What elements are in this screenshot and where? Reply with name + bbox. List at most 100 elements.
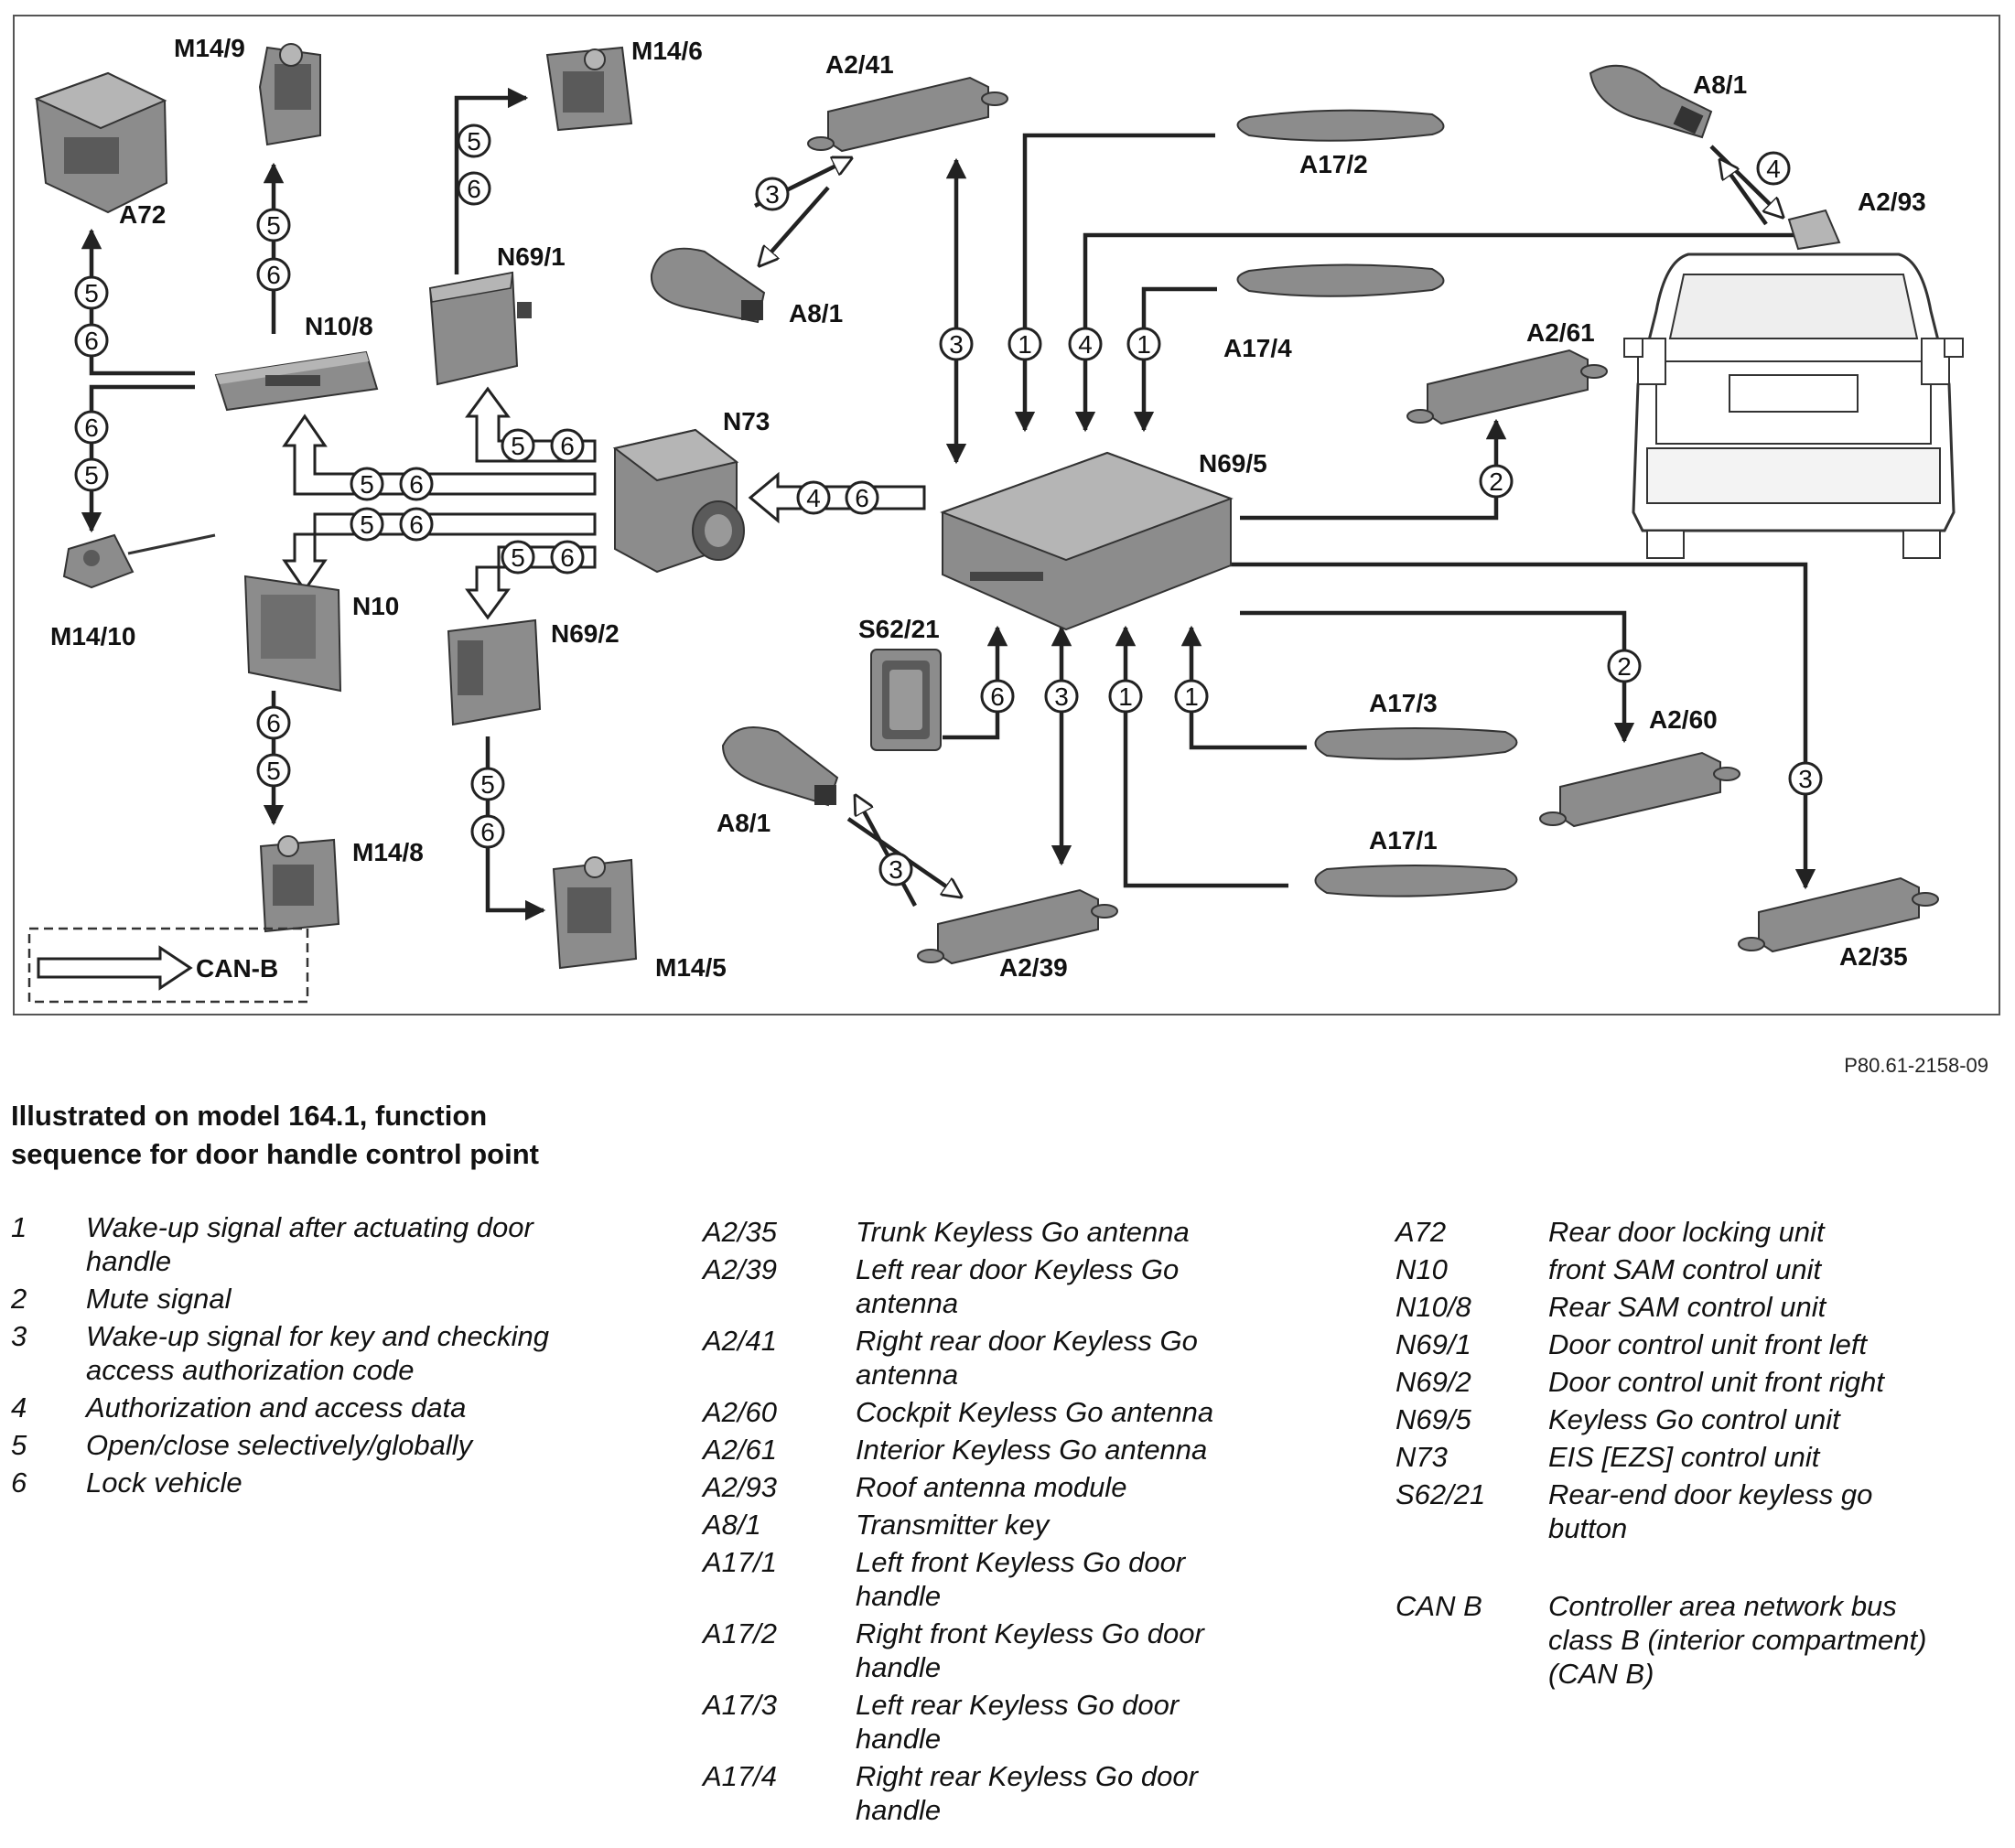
svg-text:1: 1 xyxy=(1184,682,1199,711)
svg-text:3: 3 xyxy=(1054,682,1069,711)
svg-text:4: 4 xyxy=(806,484,821,512)
label-m14-5: M14/5 xyxy=(655,953,727,982)
component-labels: A72 M14/9 M14/6 A2/41 A17/2 A8/1 A2/93 N… xyxy=(50,34,1926,982)
svg-text:3: 3 xyxy=(1798,765,1813,793)
svg-text:6: 6 xyxy=(855,484,869,512)
legend-code: A17/2 xyxy=(701,1617,777,1649)
label-a2-41: A2/41 xyxy=(825,50,894,79)
badge-6: 6 xyxy=(74,323,109,358)
badge-2: 2 xyxy=(1607,649,1642,683)
legend-description: handle xyxy=(856,1651,941,1683)
legend-code: N73 xyxy=(1395,1441,1448,1473)
badge-6: 6 xyxy=(845,480,879,515)
antenna-a2-60-icon xyxy=(1539,751,1740,828)
label-m14-8: M14/8 xyxy=(352,838,424,866)
legend-code: 1 xyxy=(11,1211,27,1243)
legend-description: Door control unit front right xyxy=(1548,1366,1885,1398)
svg-text:6: 6 xyxy=(409,510,424,539)
badge-3: 3 xyxy=(878,852,913,886)
legend-code: A17/4 xyxy=(701,1760,777,1792)
keyless-go-button-icon xyxy=(870,649,942,751)
svg-text:5: 5 xyxy=(266,211,281,240)
badge-4: 4 xyxy=(796,480,831,515)
legend-description: Wake-up signal after actuating door xyxy=(86,1211,535,1243)
m14-9-actuator-icon xyxy=(258,43,321,146)
transmitter-key-upper-left-icon xyxy=(650,247,766,324)
legend-code: 6 xyxy=(11,1467,27,1499)
badge-4: 4 xyxy=(1068,327,1103,361)
badge-6: 6 xyxy=(399,507,434,542)
label-a8-1-top: A8/1 xyxy=(1693,70,1747,99)
legend-code: A8/1 xyxy=(701,1509,761,1541)
legend-code: S62/21 xyxy=(1395,1478,1485,1510)
badge-2: 2 xyxy=(1479,464,1514,499)
label-a2-60: A2/60 xyxy=(1649,705,1718,734)
door-handle-a17-2-icon xyxy=(1236,109,1445,142)
legend-description: handle xyxy=(856,1794,941,1826)
legend-code: A2/93 xyxy=(701,1471,777,1503)
legend-code: N69/2 xyxy=(1395,1366,1471,1398)
svg-text:5: 5 xyxy=(360,470,374,499)
legend-description: Transmitter key xyxy=(856,1509,1051,1541)
badge-6: 6 xyxy=(256,257,291,292)
caption-title-line-1: Illustrated on model 164.1, function xyxy=(11,1100,487,1132)
label-a2-61: A2/61 xyxy=(1526,318,1595,347)
signal-badges: 5 6 5 6 6 5 5 6 6 5 5 6 5 6 5 6 5 6 5 6 … xyxy=(74,124,1823,886)
svg-text:2: 2 xyxy=(1617,652,1632,681)
svg-text:3: 3 xyxy=(889,855,903,884)
label-m14-6: M14/6 xyxy=(631,37,703,65)
label-a17-3: A17/3 xyxy=(1369,689,1438,717)
label-a17-2: A17/2 xyxy=(1299,150,1368,178)
svg-text:5: 5 xyxy=(511,543,525,572)
legend-description: Right rear door Keyless Go xyxy=(856,1325,1198,1357)
legend-code: A2/61 xyxy=(701,1434,777,1466)
svg-text:1: 1 xyxy=(1118,682,1133,711)
legend-code: N69/1 xyxy=(1395,1328,1471,1360)
legend-code: 3 xyxy=(11,1320,27,1352)
label-a72: A72 xyxy=(119,200,166,229)
svg-text:4: 4 xyxy=(1078,330,1093,359)
legend-description: Right front Keyless Go door xyxy=(856,1617,1205,1649)
caption: Illustrated on model 164.1, function seq… xyxy=(11,1100,539,1170)
label-a2-35: A2/35 xyxy=(1839,942,1908,971)
legend-description: class B (interior compartment) xyxy=(1548,1624,1926,1656)
legend-description: Rear door locking unit xyxy=(1548,1216,1826,1248)
badge-6: 6 xyxy=(256,705,291,740)
label-a2-93: A2/93 xyxy=(1858,188,1926,216)
label-n10-8: N10/8 xyxy=(305,312,373,340)
badge-6: 6 xyxy=(470,814,505,849)
legend-description: Left rear door Keyless Go xyxy=(856,1253,1179,1285)
legend-code: A2/41 xyxy=(701,1325,777,1357)
svg-text:6: 6 xyxy=(990,682,1005,711)
badge-5: 5 xyxy=(74,275,109,310)
badge-6: 6 xyxy=(457,171,491,206)
figure-reference: P80.61-2158-09 xyxy=(1844,1054,1988,1077)
svg-text:6: 6 xyxy=(266,709,281,737)
m14-10-actuator-icon xyxy=(62,533,216,589)
label-n69-1: N69/1 xyxy=(497,242,566,271)
caption-title-line-2: sequence for door handle control point xyxy=(11,1138,539,1170)
legend-description: Rear-end door keyless go xyxy=(1548,1478,1872,1510)
legend-description: Lock vehicle xyxy=(86,1467,242,1499)
antenna-a2-35-icon xyxy=(1738,876,1939,953)
badge-1: 1 xyxy=(1126,327,1161,361)
svg-text:1: 1 xyxy=(1137,330,1151,359)
badge-1: 1 xyxy=(1174,679,1209,714)
svg-text:6: 6 xyxy=(467,175,481,203)
legend-description: Mute signal xyxy=(86,1283,232,1315)
rear-sam-control-unit-icon xyxy=(214,350,379,412)
legend-code: N10 xyxy=(1395,1253,1448,1285)
door-handle-a17-4-icon xyxy=(1236,263,1445,297)
